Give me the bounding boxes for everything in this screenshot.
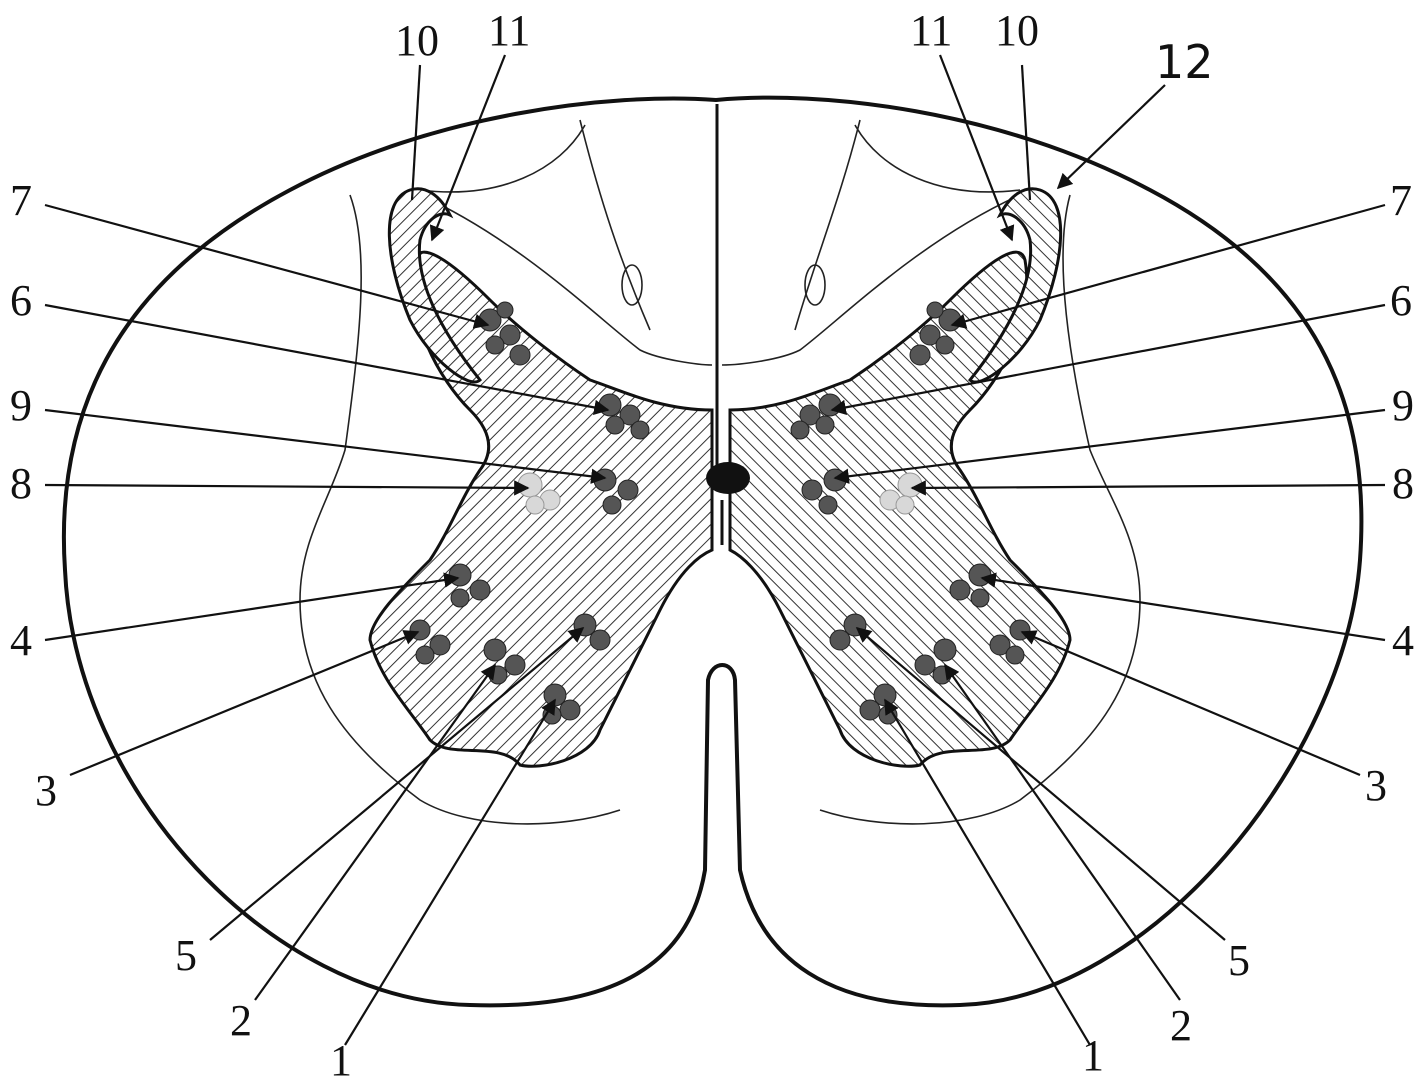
label-12-right: 12 bbox=[1155, 35, 1214, 89]
spinal-cord-outline bbox=[64, 98, 1362, 1006]
label-3-left: 3 bbox=[35, 766, 57, 815]
label-3-right: 3 bbox=[1365, 761, 1387, 810]
label-8-right: 8 bbox=[1392, 459, 1414, 508]
label-8-left: 8 bbox=[10, 459, 32, 508]
label-6-left: 6 bbox=[10, 276, 32, 325]
label-10-right: 10 bbox=[995, 6, 1039, 55]
label-6-right: 6 bbox=[1390, 276, 1412, 325]
label-9-right: 9 bbox=[1392, 381, 1414, 430]
label-1-right: 1 bbox=[1082, 1031, 1104, 1080]
label-4-left: 4 bbox=[10, 616, 32, 665]
label-5-left: 5 bbox=[175, 931, 197, 980]
label-1-left: 1 bbox=[330, 1036, 352, 1081]
label-7-right: 7 bbox=[1390, 176, 1412, 225]
label-7-left: 7 bbox=[10, 176, 32, 225]
label-11-right: 11 bbox=[910, 6, 952, 55]
label-11-left: 11 bbox=[488, 6, 530, 55]
label-9-left: 9 bbox=[10, 381, 32, 430]
label-10-left: 10 bbox=[395, 16, 439, 65]
central-canal bbox=[706, 462, 750, 494]
label-2-left: 2 bbox=[230, 996, 252, 1045]
label-4-right: 4 bbox=[1392, 616, 1414, 665]
label-2-right: 2 bbox=[1170, 1001, 1192, 1050]
label-5-right: 5 bbox=[1228, 936, 1250, 985]
